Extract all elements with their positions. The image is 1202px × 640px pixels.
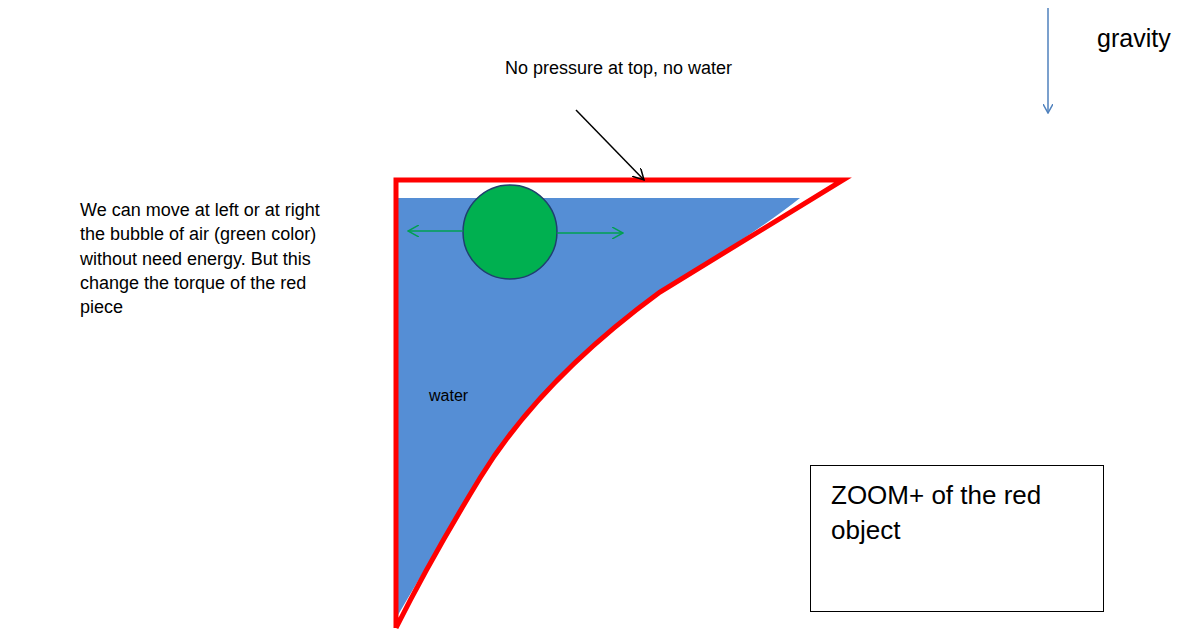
zoom-box: ZOOM+ of the red object (810, 465, 1104, 612)
red-object (396, 180, 843, 628)
water-fill (398, 198, 800, 615)
gravity-label: gravity (1097, 22, 1197, 56)
leader-arrow (576, 110, 644, 180)
gravity-arrow (1047, 8, 1049, 113)
note-label: We can move at left or at right the bubb… (80, 198, 342, 319)
water-label: water (429, 385, 509, 407)
move-arrow-right (557, 232, 623, 234)
air-bubble (463, 185, 557, 279)
move-arrow-left (408, 230, 463, 232)
note-label: No pressure at top, no water (505, 56, 765, 80)
box-text: ZOOM+ of the red object (831, 478, 1081, 548)
